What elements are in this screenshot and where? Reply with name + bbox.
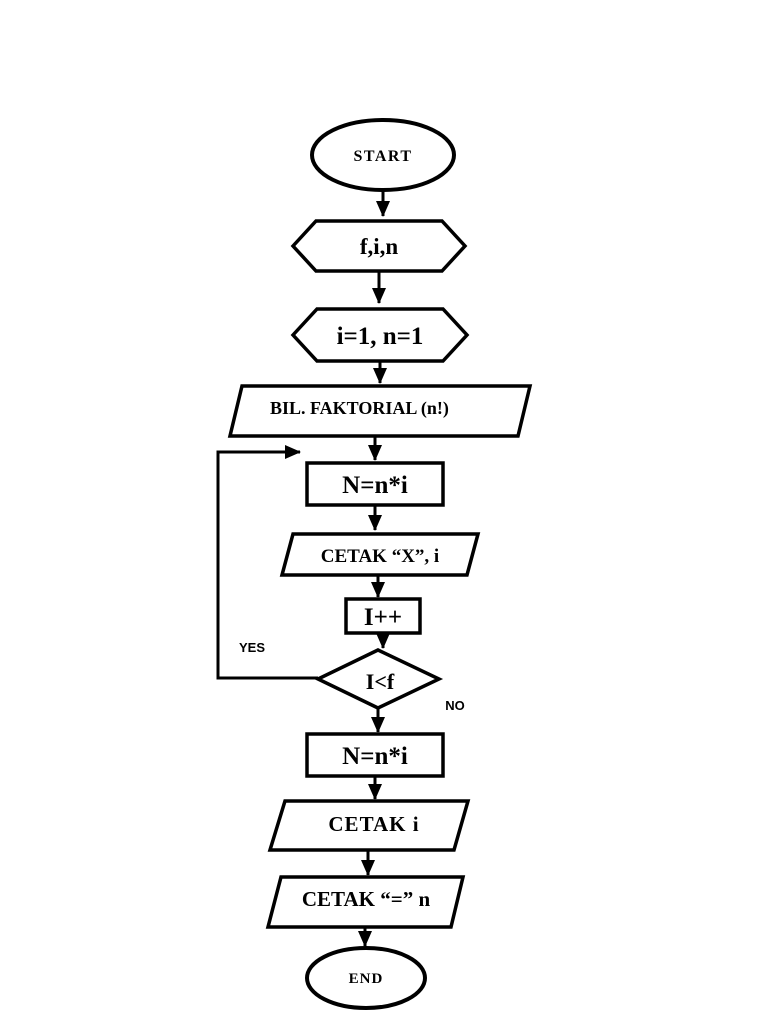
node-end-label: END <box>349 971 384 987</box>
node-increment-label: I++ <box>364 604 402 631</box>
node-print-eq: CETAK “=” n <box>265 875 466 929</box>
process-shape <box>305 461 445 507</box>
edge-label-yes: YES <box>239 640 265 655</box>
preparation-shape <box>290 307 470 363</box>
terminator-shape <box>310 118 456 192</box>
node-multiply2-label: N=n*i <box>342 743 408 770</box>
node-multiply: N=n*i <box>305 461 445 507</box>
decision-shape <box>313 648 444 710</box>
node-factorial-label: BIL. FAKTORIAL (n!) <box>270 398 449 419</box>
node-increment: I++ <box>344 597 422 635</box>
input-output-shape <box>265 875 466 929</box>
input-output-shape <box>227 384 533 438</box>
edge-label-no: NO <box>445 698 465 713</box>
node-multiply2: N=n*i <box>305 732 445 778</box>
node-declare: f,i,n <box>290 219 468 273</box>
node-init-label: i=1, n=1 <box>337 323 424 350</box>
node-end: END <box>305 946 427 1010</box>
terminator-shape <box>305 946 427 1010</box>
node-start-label: START <box>353 148 412 165</box>
node-decision-label: I<f <box>366 669 395 694</box>
node-print-x: CETAK “X”, i <box>279 532 481 577</box>
input-output-shape <box>267 799 471 852</box>
preparation-shape <box>290 219 468 273</box>
flowchart-edges <box>216 190 390 947</box>
loop-connector-yes <box>216 445 318 680</box>
node-init: i=1, n=1 <box>290 307 470 363</box>
node-print-i: CETAK i <box>267 799 471 852</box>
node-print-i-label: CETAK i <box>328 812 419 836</box>
node-print-x-label: CETAK “X”, i <box>321 546 439 567</box>
node-decision: I<f <box>313 648 444 710</box>
input-output-shape <box>279 532 481 577</box>
node-declare-label: f,i,n <box>360 234 399 259</box>
process-shape <box>305 732 445 778</box>
process-shape <box>344 597 422 635</box>
node-print-eq-label: CETAK “=” n <box>302 887 431 911</box>
node-start: START <box>310 118 456 192</box>
node-multiply-label: N=n*i <box>342 472 408 499</box>
node-factorial: BIL. FAKTORIAL (n!) <box>227 384 533 438</box>
